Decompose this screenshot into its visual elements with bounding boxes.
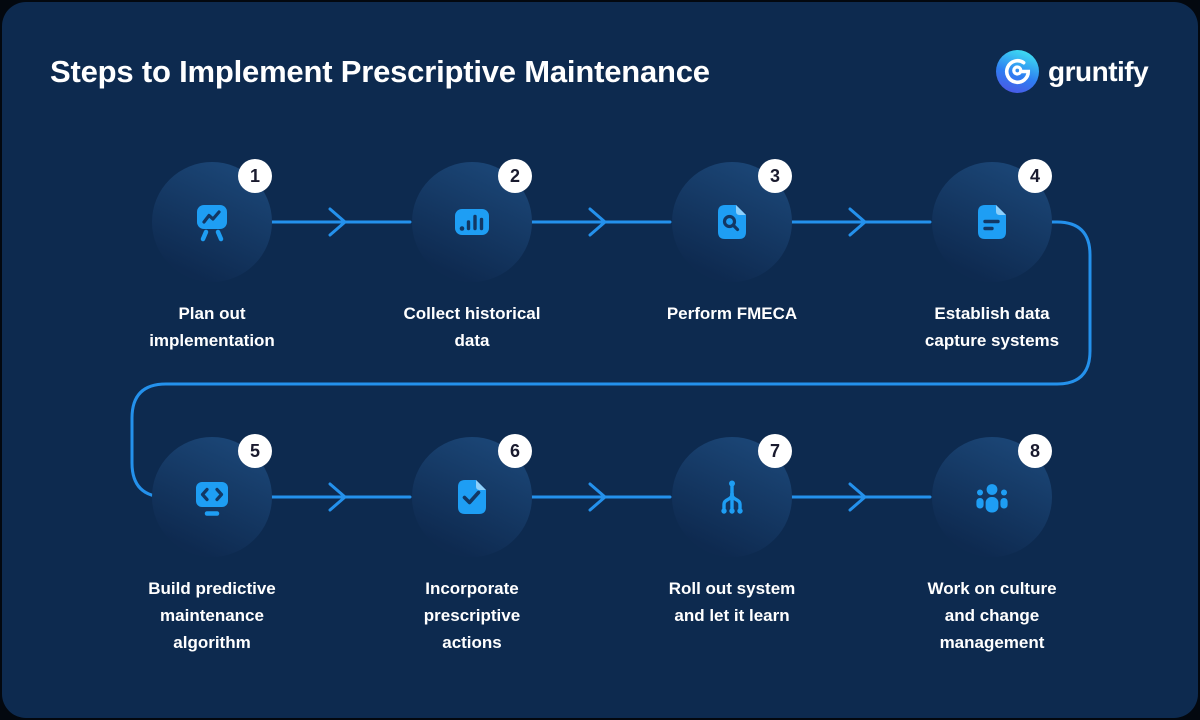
easel-chart-icon — [197, 205, 227, 242]
step-2-number-badge: 2 — [498, 159, 532, 193]
step-6-circle: 6 — [412, 434, 532, 557]
step-label-line: Collect historical — [403, 304, 541, 323]
step-label-line: actions — [442, 633, 502, 652]
step-label-line: management — [939, 633, 1045, 652]
document-check-icon — [458, 480, 486, 514]
step-4-label: Establish data capture systems — [852, 300, 1132, 354]
step-1-circle: 1 — [152, 159, 272, 282]
step-label-line: algorithm — [173, 633, 251, 652]
step-6-number-badge: 6 — [498, 434, 532, 468]
step-label-line: prescriptive — [423, 606, 521, 625]
flow-arrow — [790, 207, 932, 237]
step-label-line: Roll out system — [668, 579, 796, 598]
step-3-circle: 3 — [672, 159, 792, 282]
brand-logo: gruntify — [996, 50, 1149, 93]
page-title: Steps to Implement Prescriptive Maintena… — [50, 54, 710, 89]
flow-arrow — [270, 482, 412, 512]
step-label-line: data — [454, 331, 490, 350]
brand-name: gruntify — [1048, 56, 1149, 87]
document-text-icon — [978, 205, 1006, 239]
step-1-label: Plan out implementation — [72, 300, 352, 354]
step-8-number-badge: 8 — [1018, 434, 1052, 468]
wrap-connector-line — [130, 220, 1092, 499]
step-5-number-badge: 5 — [238, 434, 272, 468]
step-1-number-badge: 1 — [238, 159, 272, 193]
step-4-number-badge: 4 — [1018, 159, 1052, 193]
step-label-line: Establish data — [934, 304, 1050, 323]
step-label-line: Build predictive — [148, 579, 276, 598]
step-2-circle: 2 — [412, 159, 532, 282]
step-8-circle: 8 — [932, 434, 1052, 557]
step-3-number-badge: 3 — [758, 159, 792, 193]
step-3-label: Perform FMECA — [592, 300, 872, 327]
branch-flow-icon — [721, 480, 743, 514]
step-5-circle: 5 — [152, 434, 272, 557]
step-label-line: Work on culture — [927, 579, 1057, 598]
team-icon — [976, 484, 1008, 513]
step-label-line: maintenance — [160, 606, 264, 625]
step-8-label: Work on culture and change management — [852, 575, 1132, 656]
step-4-circle: 4 — [932, 159, 1052, 282]
document-search-icon — [718, 205, 746, 239]
step-label-line: and let it learn — [674, 606, 790, 625]
flow-arrow — [790, 482, 932, 512]
flow-arrow — [530, 207, 672, 237]
step-label-line: implementation — [149, 331, 275, 350]
step-label-line: Incorporate — [425, 579, 519, 598]
step-label-line: Perform FMECA — [666, 304, 798, 323]
step-label-line: capture systems — [924, 331, 1060, 350]
flow-arrow — [270, 207, 412, 237]
step-7-number-badge: 7 — [758, 434, 792, 468]
step-label-line: and change — [944, 606, 1040, 625]
bar-chart-icon — [455, 209, 489, 235]
step-6-label: Incorporate prescriptive actions — [332, 575, 612, 656]
step-5-label: Build predictive maintenance algorithm — [72, 575, 352, 656]
step-7-circle: 7 — [672, 434, 792, 557]
step-7-label: Roll out system and let it learn — [592, 575, 872, 629]
flow-arrow — [530, 482, 672, 512]
step-label-line: Plan out — [178, 304, 246, 323]
gruntify-logo-icon — [996, 50, 1039, 93]
step-2-label: Collect historical data — [332, 300, 612, 354]
code-window-icon — [196, 482, 228, 516]
